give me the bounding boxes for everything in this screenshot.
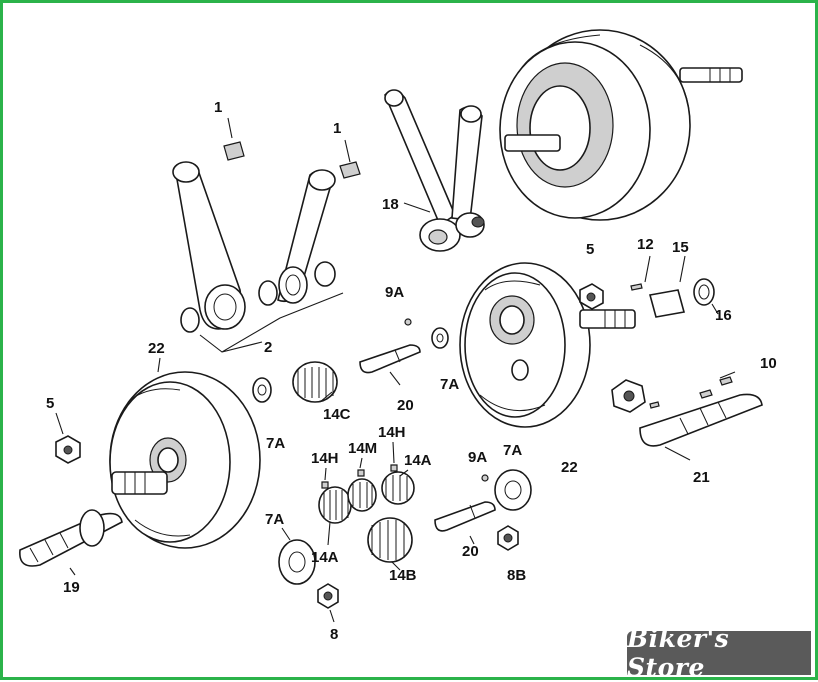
crank-pin-lower (317, 474, 519, 623)
label-14h-right: 14H (378, 424, 406, 441)
label-8: 8 (330, 626, 338, 643)
label-14a-right: 14A (404, 452, 432, 469)
label-7a-right: 7A (440, 376, 459, 393)
label-14a-left: 14A (311, 549, 339, 566)
store-watermark: Biker's Store (627, 624, 811, 682)
washers-7a-lower (278, 469, 532, 585)
bearing-cluster-lower (318, 441, 415, 571)
label-9a-upper: 9A (385, 284, 404, 301)
label-5-right: 5 (586, 241, 594, 258)
flywheel-half-left (109, 357, 261, 549)
label-15: 15 (672, 239, 689, 256)
label-22-left: 22 (148, 340, 165, 357)
flywheel-half-right (459, 255, 719, 428)
assembled-rods-18 (384, 89, 485, 252)
label-7a-left: 7A (266, 435, 285, 452)
label-19: 19 (63, 579, 80, 596)
label-20-upper: 20 (397, 397, 414, 414)
label-7a-lower: 7A (265, 511, 284, 528)
label-16: 16 (715, 307, 732, 324)
label-14m: 14M (348, 440, 377, 457)
label-1-left: 1 (214, 99, 222, 116)
part-labels: 1 1 2 18 5 12 15 16 9A 7A 22 20 7A 10 5 … (46, 99, 777, 643)
nut-5-left (55, 412, 81, 464)
label-7a-mid: 7A (503, 442, 522, 459)
label-8b: 8B (507, 567, 526, 584)
label-14c: 14C (323, 406, 351, 423)
label-20-lower: 20 (462, 543, 479, 560)
label-22-right: 22 (561, 459, 578, 476)
label-18: 18 (382, 196, 399, 213)
pinion-shaft-21 (611, 371, 763, 461)
roller-bearing-14c (252, 361, 338, 403)
crank-pin-upper (359, 318, 449, 386)
sprocket-shaft-19 (19, 509, 123, 576)
label-21: 21 (693, 469, 710, 486)
assembled-flywheel-top-right (499, 29, 743, 221)
label-5-left: 5 (46, 395, 54, 412)
label-14h-left: 14H (311, 450, 339, 467)
label-10: 10 (760, 355, 777, 372)
connecting-rods-left (172, 117, 361, 353)
label-9a-lower: 9A (468, 449, 487, 466)
label-2: 2 (264, 339, 272, 356)
label-1-right: 1 (333, 120, 341, 137)
label-12: 12 (637, 236, 654, 253)
label-14b: 14B (389, 567, 417, 584)
